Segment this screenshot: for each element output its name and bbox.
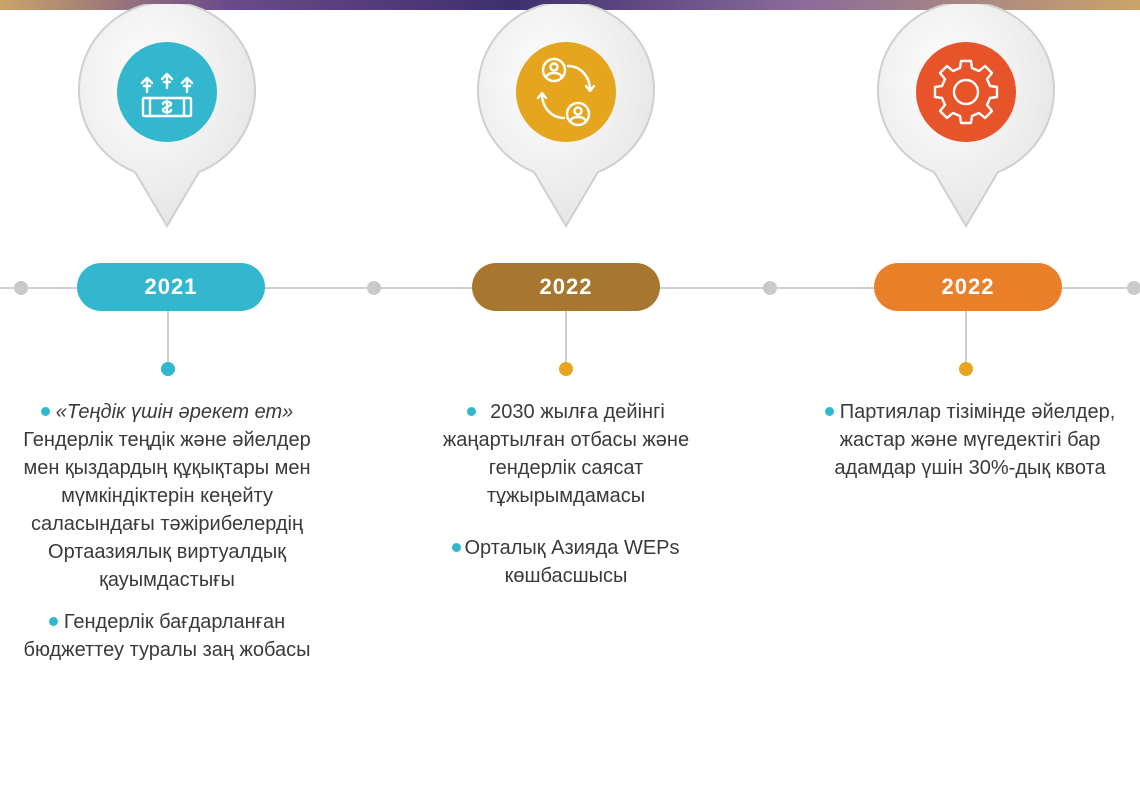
timeline-node	[1127, 281, 1140, 295]
milestone-2021-details: «Теңдік үшін әрекет ет» Гендерлік теңдік…	[0, 398, 334, 678]
money-arrows-up-icon	[117, 42, 217, 142]
item-text: Партиялар тізімінде әйелдер, жастар және…	[834, 401, 1116, 479]
milestone-2022-a-details: 2030 жылға дейінгі жаңартылған отбасы жә…	[416, 398, 716, 604]
milestone-item: 2030 жылға дейінгі жаңартылған отбасы жә…	[416, 398, 716, 510]
connector-dot	[559, 362, 573, 376]
year-badge-2022-a: 2022	[472, 263, 660, 311]
connector-dot	[959, 362, 973, 376]
item-text: 2030 жылға дейінгі жаңартылған отбасы жә…	[442, 401, 690, 507]
timeline-node	[367, 281, 381, 295]
item-italic-title: «Теңдік үшін әрекет ет»	[55, 401, 294, 423]
people-exchange-icon	[516, 42, 616, 142]
milestone-2022-b-details: Партиялар тізімінде әйелдер, жастар және…	[800, 398, 1140, 496]
bullet-dot	[824, 407, 834, 416]
item-text: Орталық Азияда WEPs көшбасшысы	[464, 537, 680, 587]
bullet-dot	[48, 617, 58, 626]
timeline-node	[763, 281, 777, 295]
bullet-dot	[40, 407, 50, 416]
connector-dot	[161, 362, 175, 376]
bullet-dot	[467, 407, 477, 416]
year-badge-2022-b: 2022	[874, 263, 1062, 311]
milestone-item: Гендерлік бағдарланған бюджеттеу туралы …	[0, 608, 334, 664]
item-text: Гендерлік бағдарланған бюджеттеу туралы …	[23, 611, 311, 661]
milestone-item: Орталық Азияда WEPs көшбасшысы	[416, 534, 716, 590]
item-text: Гендерлік теңдік және әйелдер мен қыздар…	[23, 429, 311, 591]
timeline-node	[14, 281, 28, 295]
year-badge-2021: 2021	[77, 263, 265, 311]
milestone-pin-2022-b	[876, 4, 1056, 229]
connector-line	[565, 311, 567, 363]
gear-icon	[916, 42, 1016, 142]
connector-line	[965, 311, 967, 363]
milestone-pin-2021	[77, 4, 257, 229]
milestone-item: Партиялар тізімінде әйелдер, жастар және…	[800, 398, 1140, 482]
milestone-pin-2022-a	[476, 4, 656, 229]
bullet-dot	[452, 543, 462, 552]
milestone-item: «Теңдік үшін әрекет ет» Гендерлік теңдік…	[0, 398, 334, 594]
connector-line	[167, 311, 169, 363]
